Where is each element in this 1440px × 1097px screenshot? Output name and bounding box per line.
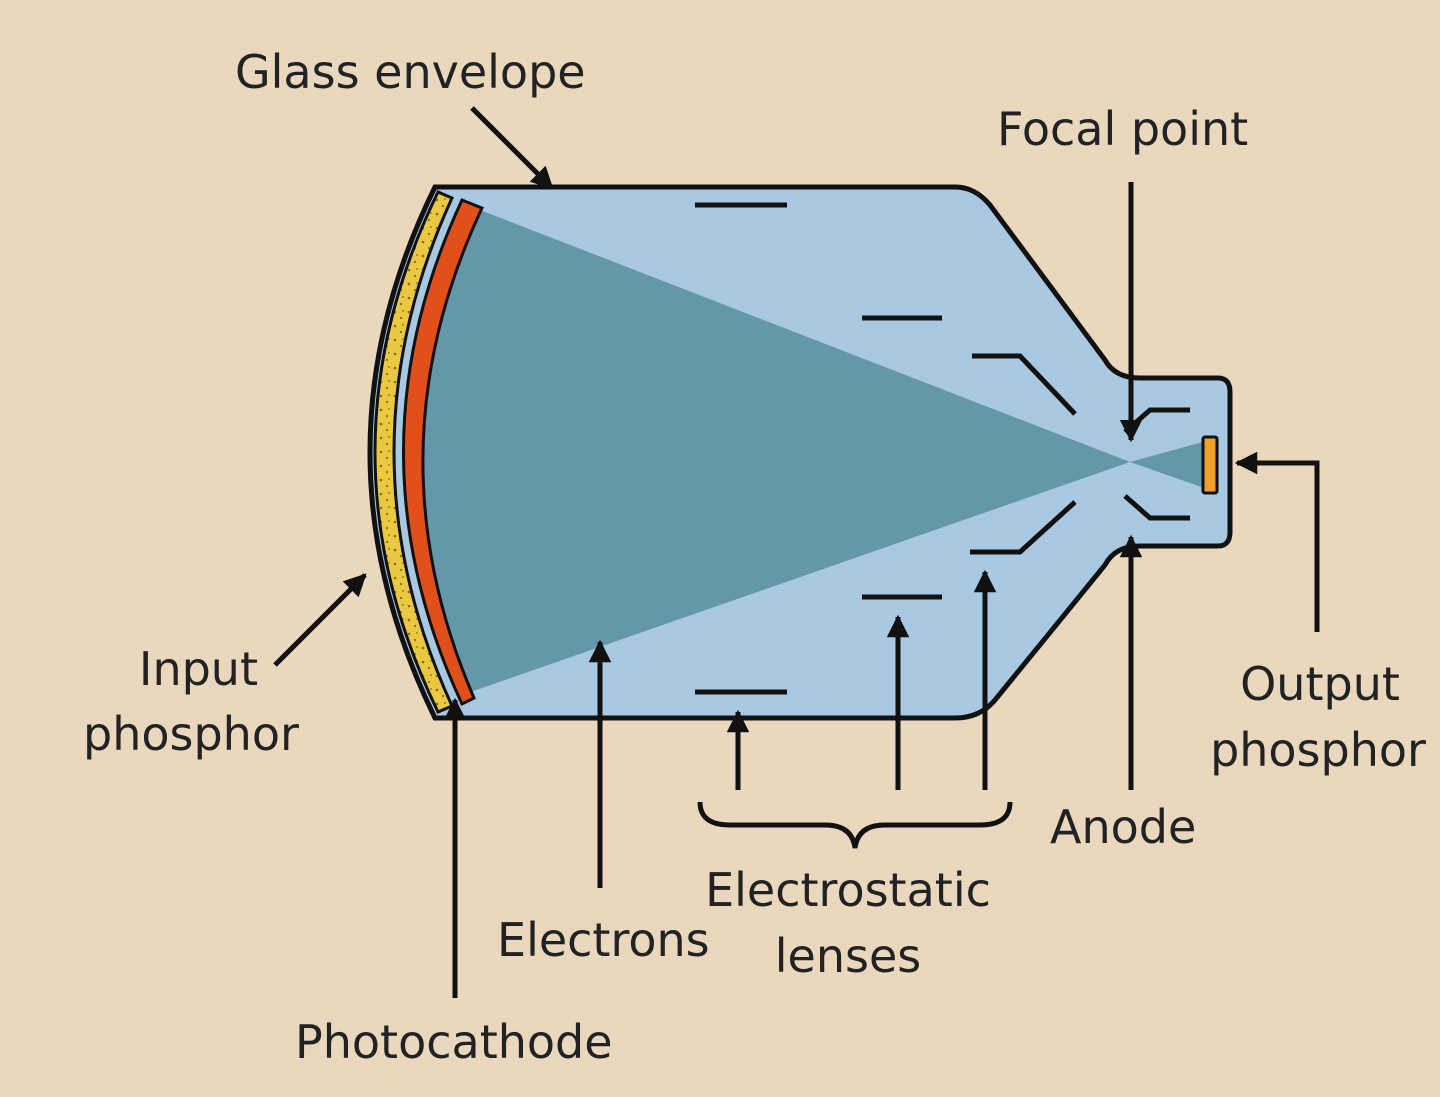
leader-lines: [273, 106, 1320, 998]
labels: Glass envelope Focal point Input phospho…: [83, 45, 1426, 1069]
label-input-phosphor-line2: phosphor: [83, 707, 299, 761]
photocathode-layer: [402, 198, 485, 707]
electrostatic-lens-electrodes: [695, 202, 1077, 695]
label-output-phosphor-line2: phosphor: [1210, 723, 1426, 777]
label-focal-point: Focal point: [997, 102, 1248, 156]
label-photocathode: Photocathode: [295, 1015, 613, 1069]
electron-beam: [410, 210, 1130, 695]
label-glass-envelope: Glass envelope: [235, 45, 586, 99]
label-output-phosphor-line1: Output: [1240, 657, 1400, 711]
electron-beam-diverging: [1130, 440, 1210, 490]
label-electrons: Electrons: [497, 913, 710, 967]
label-electrostatic-lenses-line1: Electrostatic: [705, 863, 991, 917]
label-anode: Anode: [1050, 800, 1196, 854]
lenses-brace: [697, 801, 1013, 849]
label-input-phosphor-line1: Input: [139, 642, 258, 696]
label-electrostatic-lenses-line2: lenses: [775, 929, 921, 983]
output-phosphor: [1201, 435, 1219, 495]
electron-beam-group: [410, 210, 1210, 695]
